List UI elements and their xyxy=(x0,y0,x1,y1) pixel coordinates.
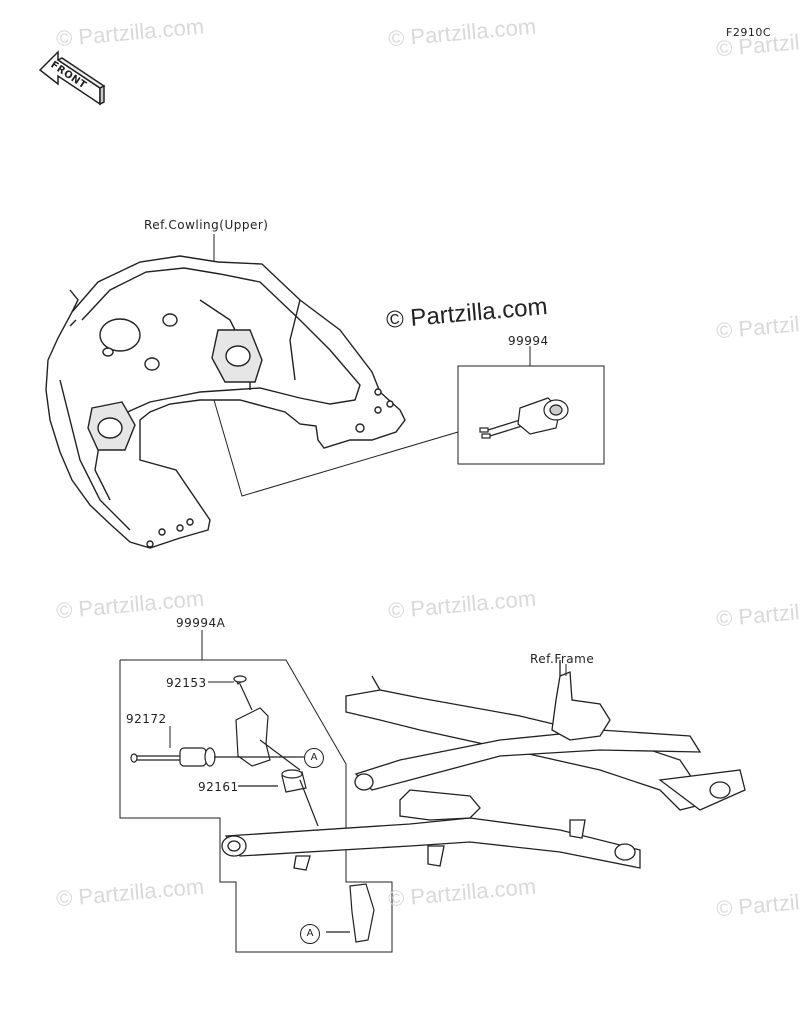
ref-cowling-label: Ref.Cowling(Upper) xyxy=(144,218,269,232)
accessory-socket-drawing xyxy=(479,397,569,439)
part-box-99994A xyxy=(119,630,393,953)
part-box-99994 xyxy=(213,346,605,497)
front-arrow-icon xyxy=(38,50,106,106)
frame-drawing xyxy=(221,660,746,871)
ref-frame-label: Ref.Frame xyxy=(530,652,595,666)
callout-a-upper: A xyxy=(304,748,324,768)
part-number-92161: 92161 xyxy=(198,780,239,794)
diagram-code: F2910C xyxy=(726,26,772,39)
part-number-92153: 92153 xyxy=(166,676,207,690)
part-number-99994: 99994 xyxy=(508,334,549,348)
callout-a-lower: A xyxy=(300,924,320,944)
cowling-upper-drawing xyxy=(45,255,406,549)
bracket-drawing xyxy=(130,675,375,943)
part-number-92172: 92172 xyxy=(126,712,167,726)
part-number-99994A: 99994A xyxy=(176,616,226,630)
